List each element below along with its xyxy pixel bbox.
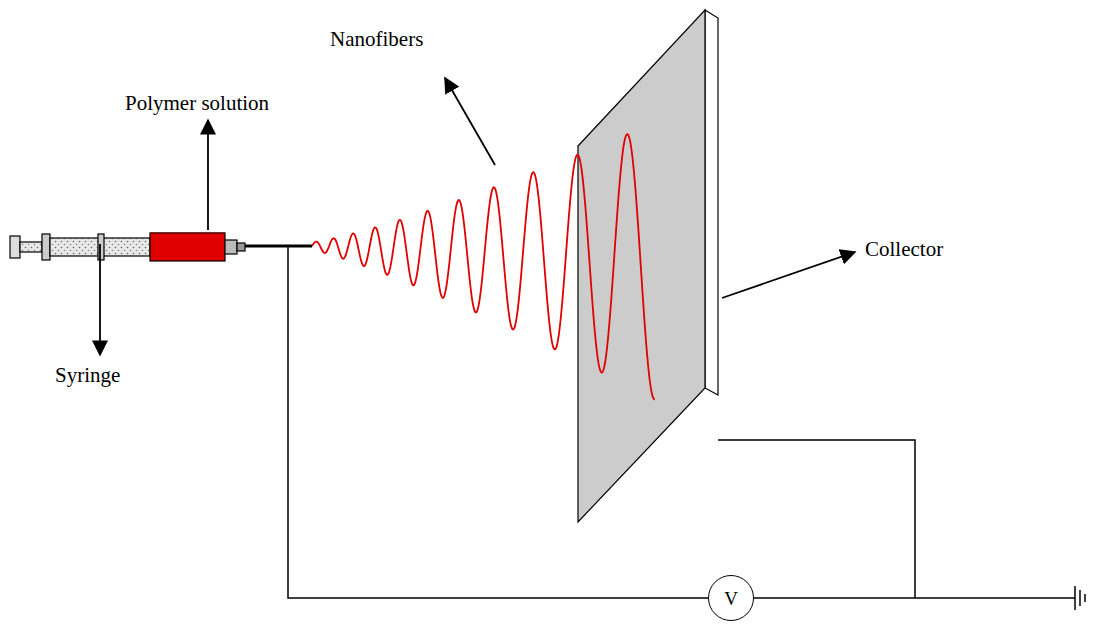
collector-plate: [578, 10, 718, 522]
part-label: Polymer solution: [125, 92, 269, 115]
nanofiber-jet: [312, 134, 655, 399]
part-label: Syringe: [55, 364, 120, 387]
syringe: [10, 233, 312, 261]
voltage-source-circle: V: [708, 575, 754, 621]
leader-arrow: [100, 78, 855, 355]
ground-symbol: [1075, 586, 1085, 610]
part-label: Collector: [865, 238, 943, 261]
node-text: V: [724, 589, 738, 608]
part-label: Nanofibers: [330, 28, 423, 51]
